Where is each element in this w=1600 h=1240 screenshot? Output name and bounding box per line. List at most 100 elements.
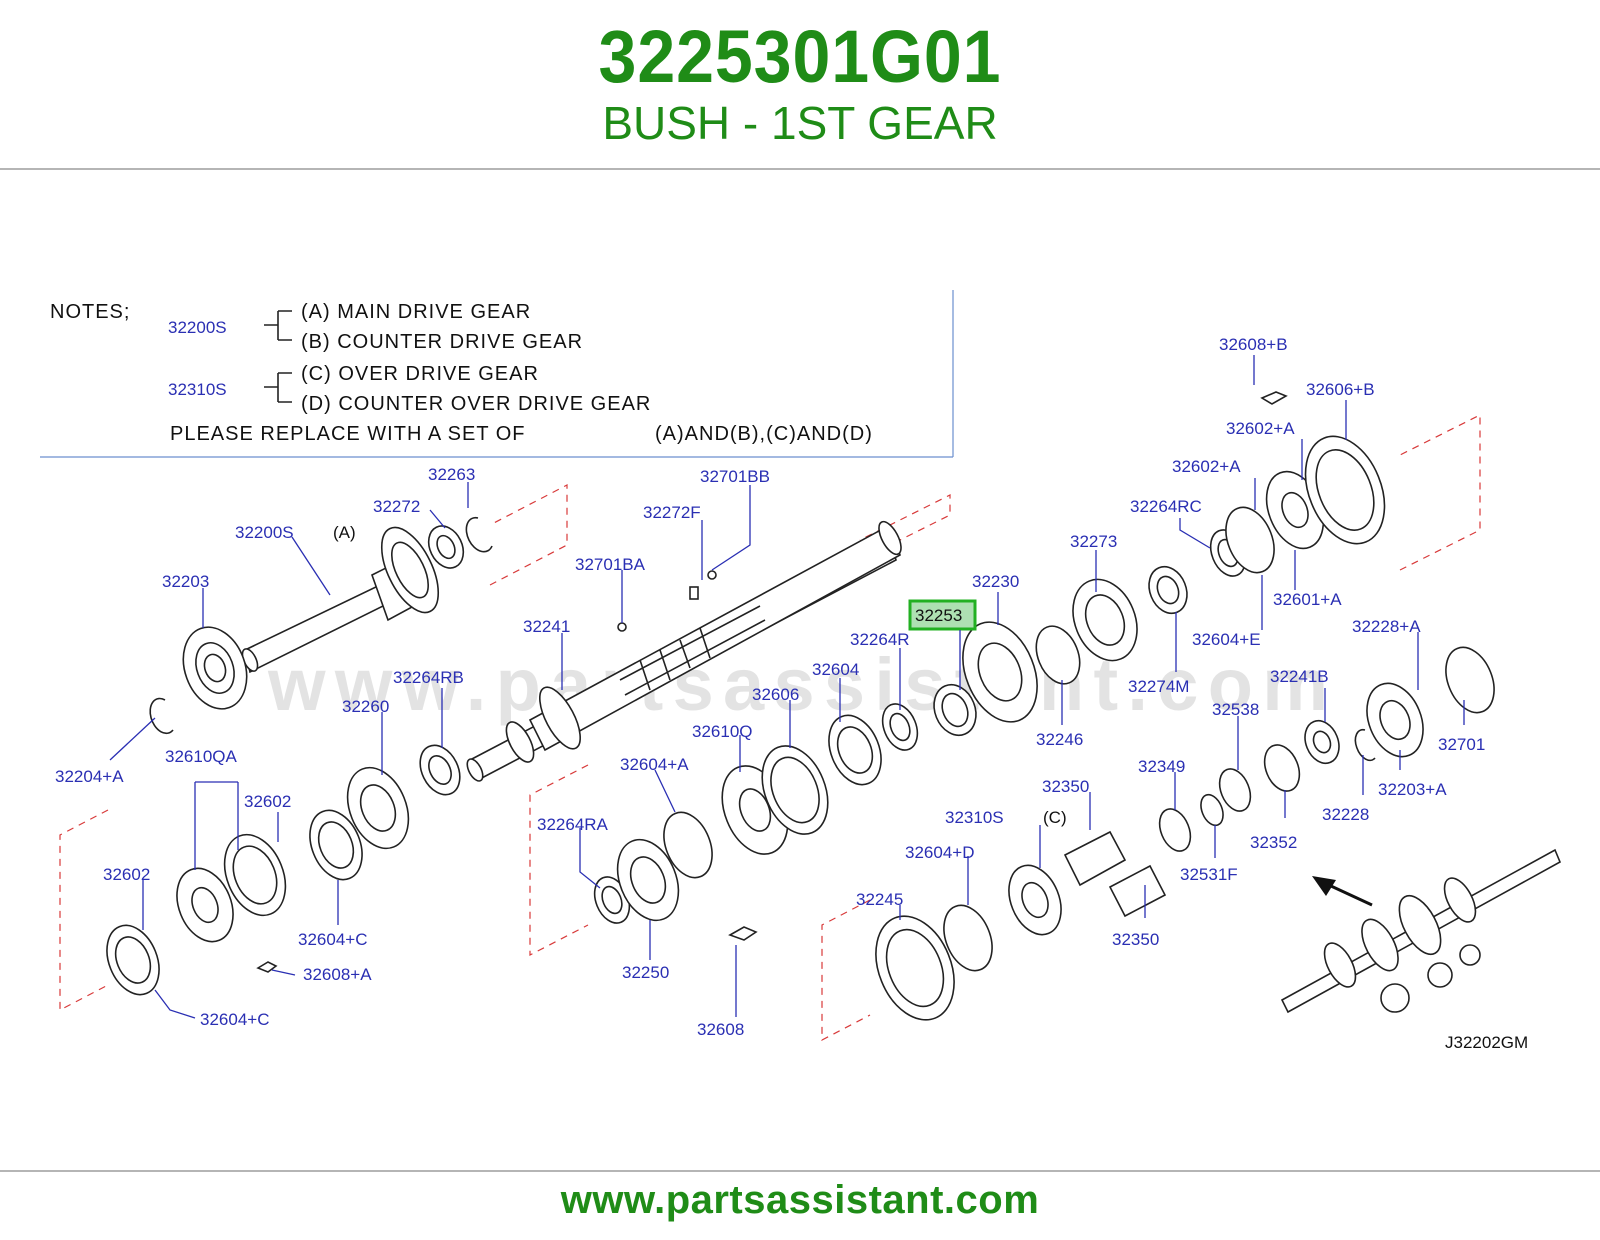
callout-32531f[interactable]: 32531F — [1180, 865, 1238, 884]
callout-32203a[interactable]: 32203+A — [1378, 780, 1447, 799]
ring-32246 — [1035, 625, 1081, 685]
bush-32349 — [1158, 808, 1192, 852]
callout-32701ba[interactable]: 32701BA — [575, 555, 646, 574]
notes-replace-sets: (A)AND(B),(C)AND(D) — [655, 423, 873, 445]
leader-lines — [109, 355, 1465, 1019]
callout-32272[interactable]: 32272 — [373, 497, 420, 516]
callout-32604e[interactable]: 32604+E — [1192, 630, 1261, 649]
ring-32701 — [1445, 646, 1495, 714]
bearing-32203 — [182, 626, 248, 710]
callout-32273[interactable]: 32273 — [1070, 532, 1117, 551]
callout-32241b[interactable]: 32241B — [1270, 667, 1329, 686]
callout-32260[interactable]: 32260 — [342, 697, 389, 716]
callout-32264ra[interactable]: 32264RA — [537, 815, 609, 834]
part-description: BUSH - 1ST GEAR — [602, 97, 998, 149]
callout-32601a[interactable]: 32601+A — [1273, 590, 1342, 609]
callout-32538[interactable]: 32538 — [1212, 700, 1259, 719]
callout-32230[interactable]: 32230 — [972, 572, 1019, 591]
callout-32604[interactable]: 32604 — [812, 660, 859, 679]
nut-32241b — [1304, 719, 1340, 765]
spacer-32274m — [1148, 565, 1188, 615]
ring-32604 — [828, 714, 882, 786]
footer-url[interactable]: www.partsassistant.com — [560, 1178, 1040, 1222]
callout-32228a[interactable]: 32228+A — [1352, 617, 1421, 636]
hub-32610qa — [176, 867, 234, 943]
snap-ring-32263 — [465, 516, 493, 553]
insert-32608b — [1260, 391, 1288, 405]
page-header: 3225301G01 BUSH - 1ST GEAR — [0, 0, 1600, 168]
callout-32350-upper[interactable]: 32350 — [1042, 777, 1089, 796]
callout-32349[interactable]: 32349 — [1138, 757, 1185, 776]
gear-32250 — [616, 838, 680, 922]
callout-32610qa[interactable]: 32610QA — [165, 747, 237, 766]
callout-32602a-2[interactable]: 32602+A — [1172, 457, 1241, 476]
sleeve-32602 — [223, 833, 287, 917]
callout-32272f[interactable]: 32272F — [643, 503, 701, 522]
header-divider — [0, 168, 1600, 170]
washer-32352 — [1263, 744, 1301, 792]
callout-32602a-1[interactable]: 32602+A — [1226, 419, 1295, 438]
bearing-32273 — [1072, 578, 1138, 662]
bearing-32203a — [1366, 682, 1424, 758]
notes-item-b: (B) COUNTER DRIVE GEAR — [301, 331, 583, 353]
snap-ring-32204a — [149, 697, 174, 735]
ring-32604c-lower — [106, 924, 160, 996]
callout-32264rb[interactable]: 32264RB — [393, 668, 464, 687]
callout-32610q[interactable]: 32610Q — [692, 722, 753, 741]
callout-set-a: (A) — [333, 523, 356, 542]
sleeve-32606b — [1304, 435, 1386, 545]
callout-32263[interactable]: 32263 — [428, 465, 475, 484]
notes-ref-32200s[interactable]: 32200S — [168, 318, 227, 337]
insert-32608a — [256, 961, 278, 973]
callout-32604c-upper[interactable]: 32604+C — [298, 930, 367, 949]
group-frames — [59, 414, 1481, 1041]
ring-32604a — [663, 811, 713, 879]
callout-32608[interactable]: 32608 — [697, 1020, 744, 1039]
callout-32246[interactable]: 32246 — [1036, 730, 1083, 749]
gear-32245 — [875, 915, 955, 1021]
callout-labels: 32608+B 32606+B 32602+A 32602+A 32264RC … — [55, 335, 1485, 1039]
callout-32264rc[interactable]: 32264RC — [1130, 497, 1202, 516]
callout-32264r[interactable]: 32264R — [850, 630, 910, 649]
insert-32608 — [728, 926, 758, 941]
callout-32245[interactable]: 32245 — [856, 890, 903, 909]
assembly-inset — [1280, 848, 1562, 1014]
gear-32310s — [1008, 864, 1062, 936]
bearing-32350 — [1063, 830, 1167, 918]
ring-32228 — [1354, 728, 1376, 762]
callout-32701bb[interactable]: 32701BB — [700, 467, 770, 486]
callout-32241[interactable]: 32241 — [523, 617, 570, 636]
notes-box: NOTES; 32200S (A) MAIN DRIVE GEAR (B) CO… — [40, 290, 954, 458]
callout-32604d[interactable]: 32604+D — [905, 843, 974, 862]
ring-32604d — [943, 904, 993, 972]
callout-32352[interactable]: 32352 — [1250, 833, 1297, 852]
callout-32606[interactable]: 32606 — [752, 685, 799, 704]
callout-32701[interactable]: 32701 — [1438, 735, 1485, 754]
callout-32350-lower[interactable]: 32350 — [1112, 930, 1159, 949]
callout-32203[interactable]: 32203 — [162, 572, 209, 591]
callout-32608b[interactable]: 32608+B — [1219, 335, 1288, 354]
highlight-box — [908, 599, 977, 631]
callout-32602-lower[interactable]: 32602 — [103, 865, 150, 884]
callout-32608a[interactable]: 32608+A — [303, 965, 372, 984]
ring-32604e — [1225, 506, 1275, 574]
sleeve-32606 — [761, 745, 829, 835]
main-shaft — [466, 520, 902, 782]
callout-32606b[interactable]: 32606+B — [1306, 380, 1375, 399]
callout-32602-upper[interactable]: 32602 — [244, 792, 291, 811]
gear-32230 — [962, 621, 1038, 723]
callout-32200s[interactable]: 32200S — [235, 523, 294, 542]
callout-32604a[interactable]: 32604+A — [620, 755, 689, 774]
callout-32274m[interactable]: 32274M — [1128, 677, 1189, 696]
callout-32604c-lower[interactable]: 32604+C — [200, 1010, 269, 1029]
callout-32228[interactable]: 32228 — [1322, 805, 1369, 824]
callout-32204a[interactable]: 32204+A — [55, 767, 124, 786]
callout-32310s[interactable]: 32310S — [945, 808, 1004, 827]
callout-32253-highlighted[interactable]: 32253 — [915, 606, 962, 625]
notes-item-c: (C) OVER DRIVE GEAR — [301, 363, 539, 385]
notes-ref-32310s[interactable]: 32310S — [168, 380, 227, 399]
notes-item-d: (D) COUNTER OVER DRIVE GEAR — [301, 393, 651, 415]
callout-32250[interactable]: 32250 — [622, 963, 669, 982]
bearing-32264r — [881, 703, 919, 751]
